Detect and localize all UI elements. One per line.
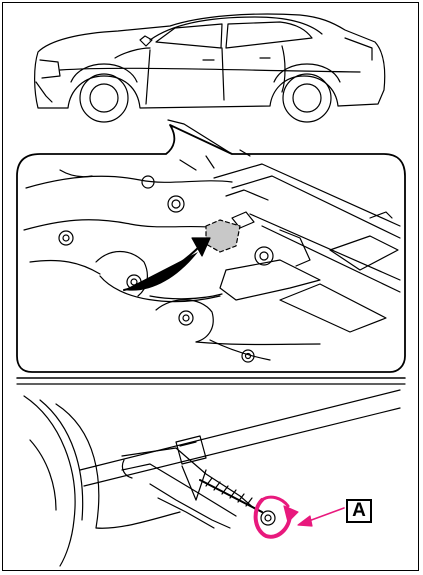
rotation-arrow <box>256 497 298 537</box>
jack-point-area <box>206 220 240 252</box>
underbody-jack-point-detail <box>17 125 405 372</box>
jack-under-vehicle <box>17 384 405 566</box>
curved-arrow <box>124 246 200 290</box>
vehicle-side-view <box>35 14 385 122</box>
callout-arrow <box>298 508 344 526</box>
callout-label-a: A <box>346 499 372 523</box>
